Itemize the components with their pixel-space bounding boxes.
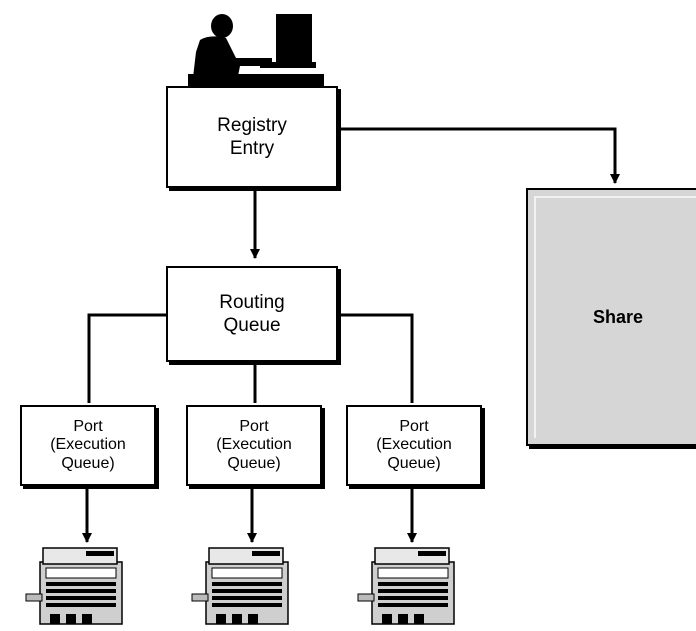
port-label-3: Port (Execution Queue) xyxy=(376,417,452,472)
share-bevel xyxy=(534,196,696,438)
routing-queue-box: Routing Queue xyxy=(166,266,338,362)
line-routing-to-port-1 xyxy=(87,313,167,403)
port-box-2: Port (Execution Queue) xyxy=(186,405,322,486)
port-box-3: Port (Execution Queue) xyxy=(346,405,482,486)
connectors xyxy=(82,127,620,543)
routing-queue-label: Routing Queue xyxy=(219,291,285,336)
port-box-1: Port (Execution Queue) xyxy=(20,405,156,486)
port-label-1: Port (Execution Queue) xyxy=(50,417,126,472)
line-routing-to-port-3 xyxy=(336,313,414,403)
printer-icon xyxy=(357,547,455,625)
registry-entry-box: Registry Entry xyxy=(166,86,338,188)
person-at-computer-icon xyxy=(188,14,324,88)
registry-entry-label: Registry Entry xyxy=(217,114,287,159)
share-label: Share xyxy=(592,306,644,327)
share-box: Share xyxy=(526,188,696,446)
printer-icon xyxy=(25,547,123,625)
printer-icon xyxy=(191,547,289,625)
port-label-2: Port (Execution Queue) xyxy=(216,417,292,472)
arrow-registry-to-share xyxy=(336,127,620,184)
